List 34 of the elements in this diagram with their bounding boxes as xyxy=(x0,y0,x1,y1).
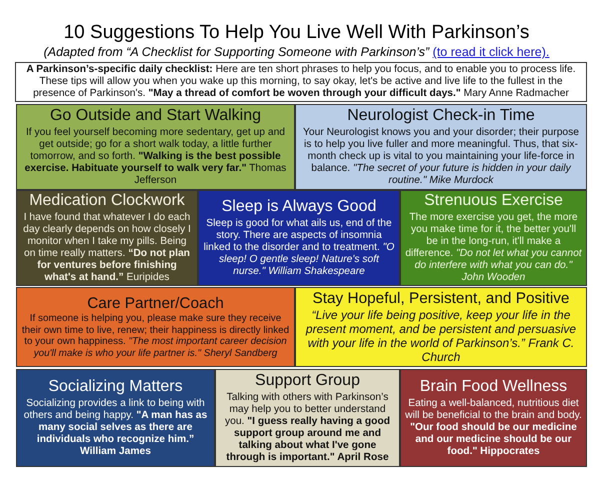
tip-panel xyxy=(295,104,587,190)
tip-panel xyxy=(400,190,587,286)
panel-text: Sleep is good for what ails us, end of the story. There are aspects of insomnia linked to the disorder and to treatment. "O sleep! O gentle sleep! Nature's soft nurse." William Shakespeare xyxy=(203,218,395,278)
page-title: 10 Suggestions To Help You Live Well With Parkinson’s xyxy=(62,22,530,44)
tip-panel xyxy=(215,369,400,467)
panel-heading: Care Partner/Coach xyxy=(87,294,224,312)
panel-text: Eating a well-balanced, nutritious diet will be beneficial to the brain and body. "Our food should be our medicine and our medicine should be our food." Hippocrates xyxy=(405,398,582,458)
panel-text: If you feel yourself becoming more sedentary, get up and get outside; go for a short walk today, a little further tomorrow, and so forth. "Walking is the best possible exercise. Habituate yourself to walk very far." Thomas Jefferson xyxy=(24,126,288,187)
tip-panel xyxy=(198,190,400,286)
panel-heading: Strenuous Exercise xyxy=(424,192,563,211)
panel-heading: Neurologist Check-in Time xyxy=(347,107,535,126)
tip-panel xyxy=(295,287,587,367)
panel-text: If someone is helping you, please make sure they receive their own time to live, renew; their happiness is directly linked to your own happiness. "The most important career decision you'll make is who your life partner is." Sheryl Sandberg xyxy=(21,313,290,360)
panel-heading: Go Outside and Start Walking xyxy=(50,107,262,126)
panel-text: Talking with others with Parkinson’s may help you to better understand you. "I guess really having a good support group around me and talking about what I've gone through is important." April Rose xyxy=(224,392,392,464)
panel-heading: Stay Hopeful, Persistent, and Positive xyxy=(312,290,570,308)
tip-panel xyxy=(16,190,198,286)
panel-heading: Socializing Matters xyxy=(48,378,183,397)
panel-text: I have found that whatever I do each day clearly depends on how closely I monitor when I take my pills. Being on time really matters. “Do not plan for ventures before finishing what's at hand.” Euripides xyxy=(22,212,192,284)
tip-panel xyxy=(16,369,215,467)
panel-text: Socializing provides a link to being with others and being happy. "A man has as many social selves as there are individuals who recognize him.” William James xyxy=(22,398,208,458)
tip-panel xyxy=(400,369,587,467)
intro-text: A Parkinson’s-specific daily checklist: Here are ten short phrases to help you focus, and to enable you to process life. These tips will allow you when you wake up this morning, to say okay, let's be active and live life to the fullest in the presence of Parkinson's. "May a thread of comfort be woven through your difficult days." Mary Anne Radmacher xyxy=(25,64,577,100)
panel-heading: Medication Clockwork xyxy=(29,192,185,211)
tip-panel xyxy=(16,287,295,367)
panel-text: Your Neurologist knows you and your disorder; their purpose is to help you live fuller and more meaningful. Thus, that six-month check up is vital to you maintaining your life-force in balance. "The secret of your future is hidden in your daily routine." Mike Murdock xyxy=(302,126,580,187)
tip-panel xyxy=(16,104,295,190)
panel-heading: Support Group xyxy=(255,372,360,391)
subtitle: (Adapted from “A Checklist for Supporting Someone with Parkinson’s” (to read it click here). xyxy=(42,45,550,59)
panel-text: “Live your life being positive, keep your life in the present moment, and be persistent and persuasive with your life in the world of Parkinson’s.” Frank C. Church xyxy=(304,308,578,364)
link: (to read it click here). xyxy=(432,45,550,59)
panel-heading: Brain Food Wellness xyxy=(420,378,568,397)
panel-heading: Sleep is Always Good xyxy=(222,198,376,217)
panel-text: The more exercise you get, the more you make time for it, the better you'll be in the long-run, it'll make a difference. "Do not let what you cannot do interfere with what you can do." John Wooden xyxy=(405,212,582,284)
